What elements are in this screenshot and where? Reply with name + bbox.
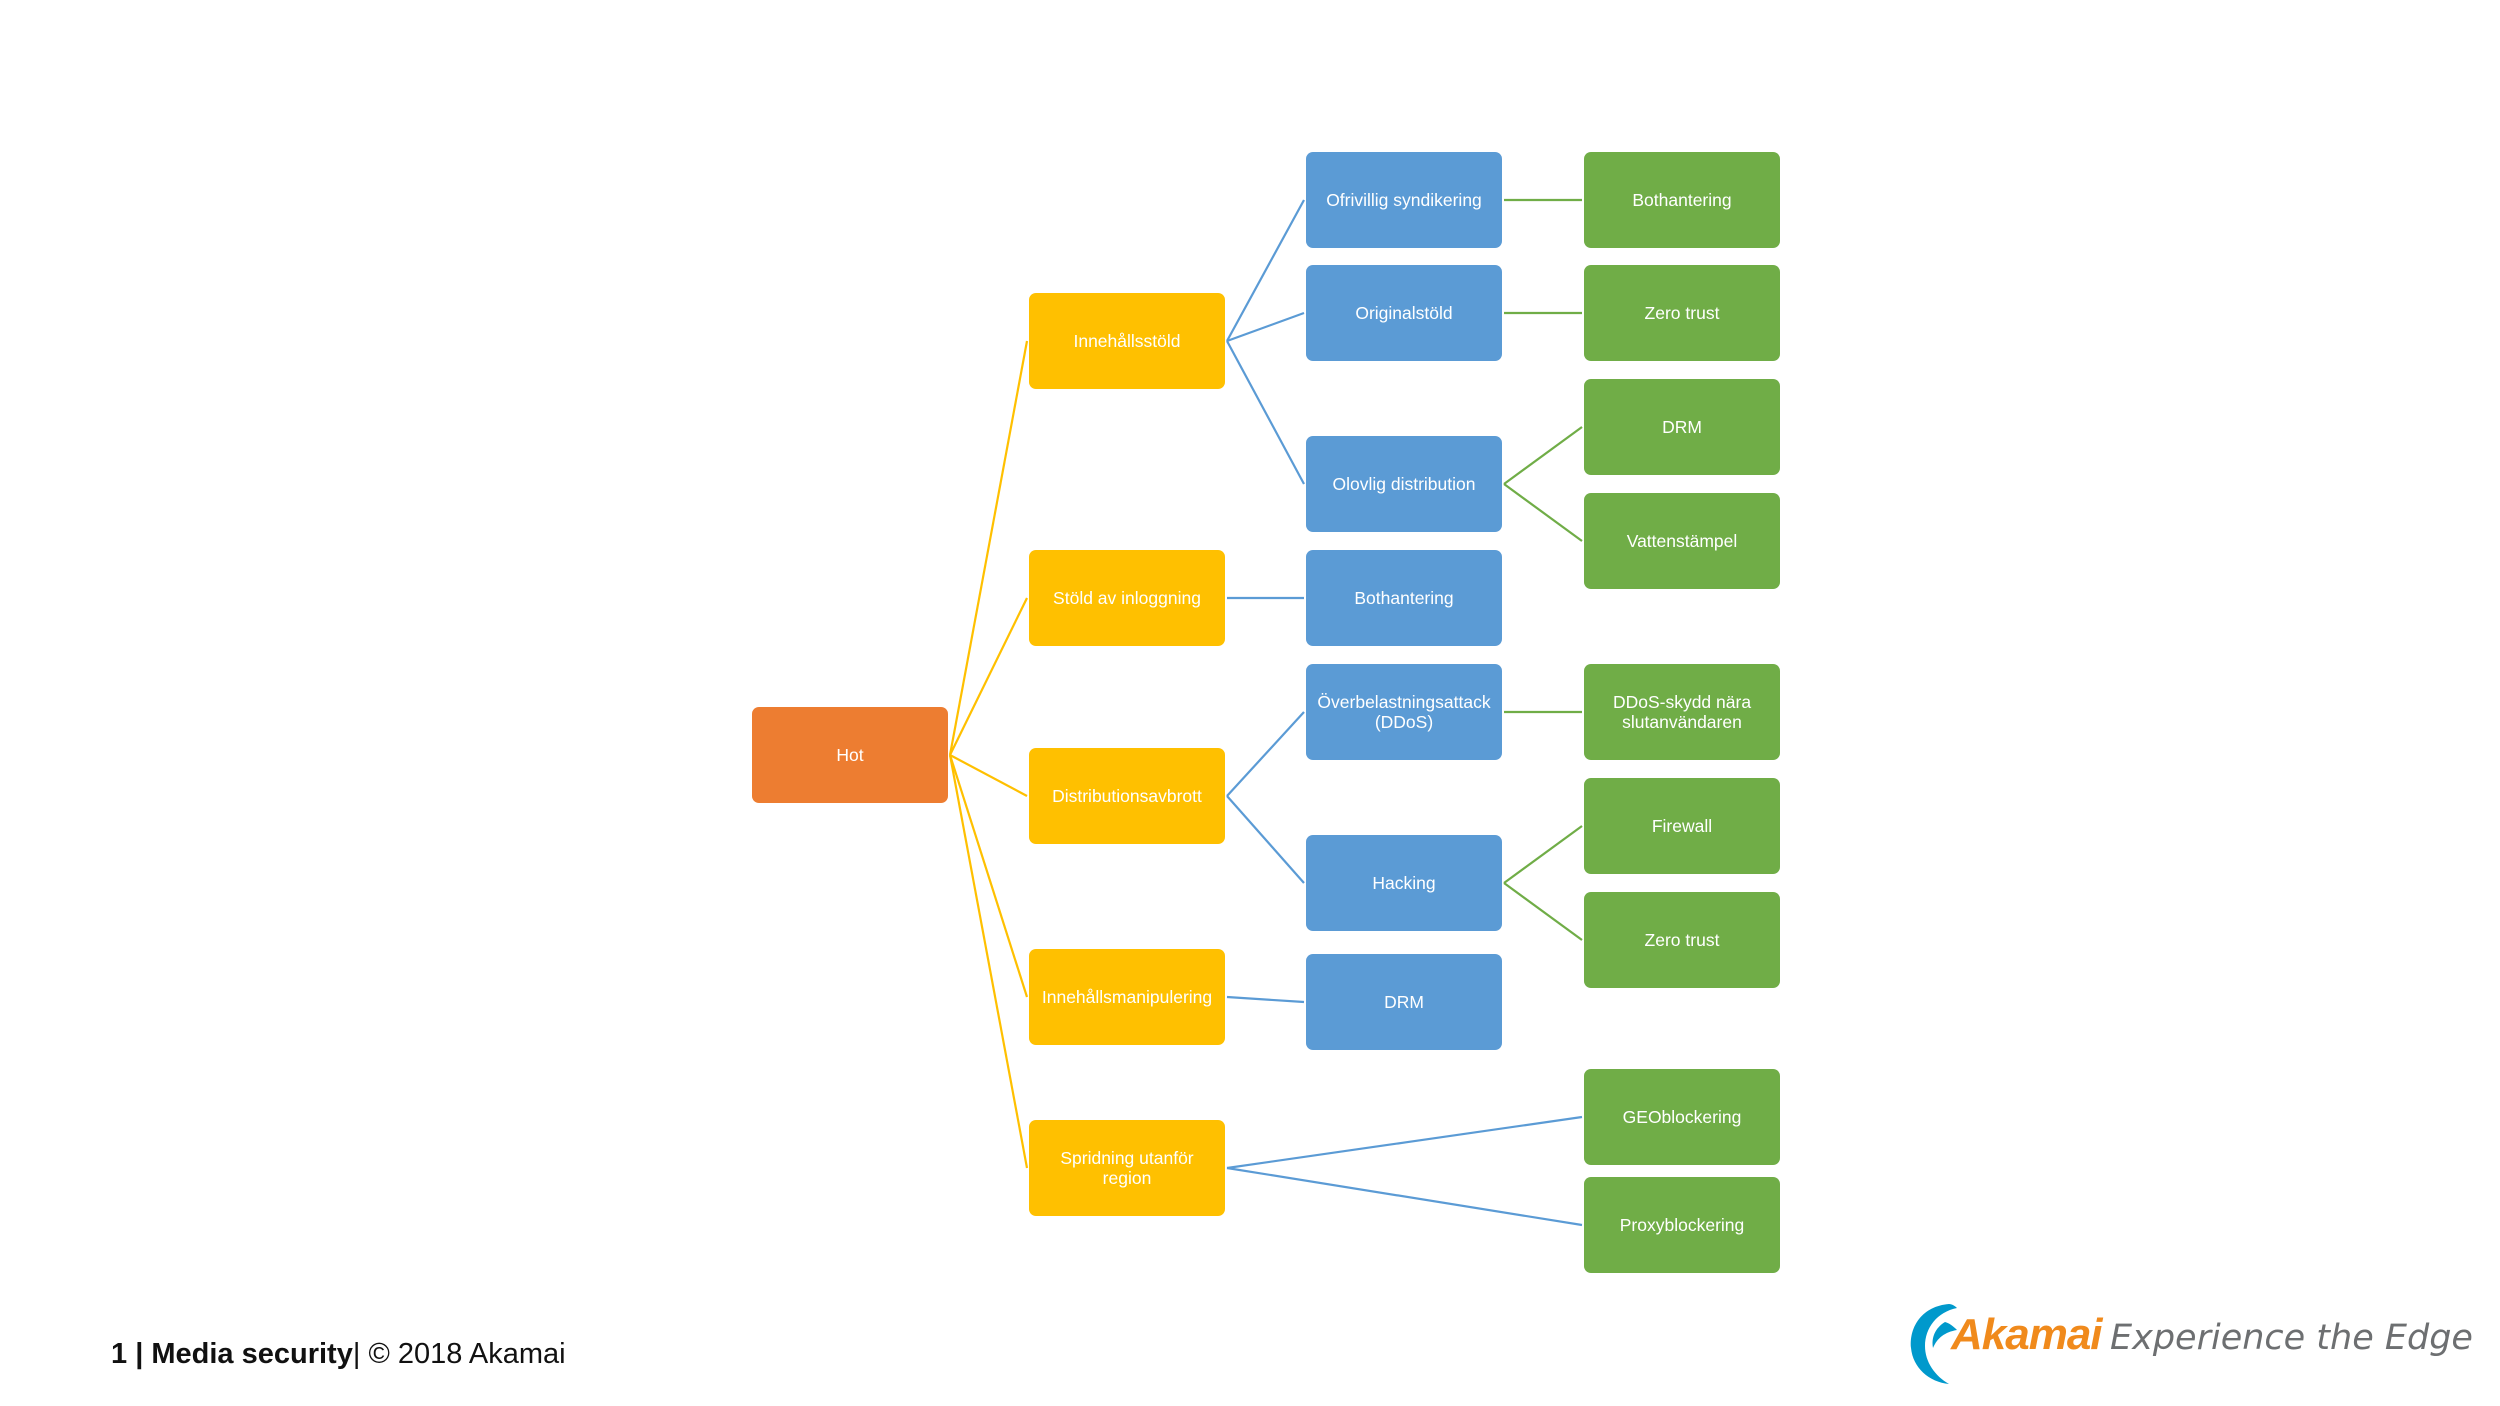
edge-spridning-to-proxyblockering	[1226, 1166, 1583, 1227]
node-zero-trust-1: Zero trust	[1584, 265, 1780, 361]
node-label: Stöld av inloggning	[1053, 588, 1201, 608]
node-overbelastning: Överbelastningsattack (DDoS)	[1306, 664, 1502, 760]
node-label: Originalstöld	[1355, 303, 1453, 323]
node-firewall: Firewall	[1584, 778, 1780, 874]
edge-olovlig-to-vattenstampel	[1503, 483, 1583, 542]
node-label: DDoS-skydd nära slutanvändaren	[1612, 692, 1752, 732]
edge-hot-to-innehallsstold	[948, 340, 1029, 756]
node-olovlig: Olovlig distribution	[1306, 436, 1502, 532]
node-label: Innehållsmanipulering	[1041, 987, 1213, 1007]
node-distributionsavbrott: Distributionsavbrott	[1029, 748, 1225, 844]
node-label: Distributionsavbrott	[1052, 786, 1202, 806]
node-stold-inloggning: Stöld av inloggning	[1029, 550, 1225, 646]
edge-hacking-to-firewall	[1503, 825, 1583, 884]
node-bothantering-2: Bothantering	[1306, 550, 1502, 646]
node-label: Innehållsstöld	[1073, 331, 1181, 351]
edge-hot-to-distributionsavbrott	[949, 754, 1028, 797]
edge-distributionsavbrott-to-hacking	[1226, 795, 1305, 884]
diagram-connectors	[948, 198, 1583, 1227]
node-label: Zero trust	[1644, 303, 1720, 323]
node-label: Zero trust	[1644, 930, 1720, 950]
node-label: Vattenstämpel	[1626, 531, 1738, 551]
edge-innehallsstold-to-ofrivillig	[1226, 199, 1305, 342]
node-bothantering-3: Bothantering	[1584, 152, 1780, 248]
node-spridning: Spridning utanför region	[1029, 1120, 1225, 1216]
edge-innehallsstold-to-originalstold	[1226, 311, 1305, 343]
edge-olovlig-to-drm-3	[1503, 426, 1583, 485]
akamai-swoosh-icon	[1910, 1304, 1957, 1384]
node-label: Bothantering	[1354, 588, 1454, 608]
edge-innehallsmanipulering-to-drm-2	[1226, 995, 1305, 1004]
node-label: Hacking	[1372, 873, 1436, 893]
slide-footer: 1 | Media security| © 2018 Akamai	[111, 1338, 566, 1371]
node-label: Spridning utanför region	[1060, 1148, 1194, 1188]
edge-spridning-to-geoblockering	[1226, 1115, 1583, 1170]
node-innehallsstold: Innehållsstöld	[1029, 293, 1225, 389]
node-hot: Hot	[752, 707, 948, 803]
node-zero-trust-2: Zero trust	[1584, 892, 1780, 988]
logo-brand: Akamai	[1951, 1310, 2103, 1359]
node-label: Firewall	[1651, 816, 1713, 836]
node-drm-3: DRM	[1584, 379, 1780, 475]
akamai-logo: Akamai Experience the Edge	[1905, 1298, 2473, 1388]
node-ddos-skydd: DDoS-skydd nära slutanvändaren	[1584, 664, 1780, 760]
logo-tagline: Experience the Edge	[2110, 1318, 2473, 1358]
node-hacking: Hacking	[1306, 835, 1502, 931]
node-label: Bothantering	[1632, 190, 1732, 210]
node-label: Olovlig distribution	[1332, 474, 1476, 494]
edge-distributionsavbrott-to-overbelastning	[1226, 711, 1305, 797]
node-label: Proxyblockering	[1619, 1215, 1745, 1235]
footer-copyright: | © 2018 Akamai	[352, 1338, 566, 1370]
node-label: Hot	[836, 745, 864, 765]
node-label: DRM	[1662, 417, 1702, 437]
node-proxyblockering: Proxyblockering	[1584, 1177, 1780, 1273]
node-label: DRM	[1384, 992, 1424, 1012]
node-ofrivillig: Ofrivillig syndikering	[1306, 152, 1502, 248]
node-drm-2: DRM	[1306, 954, 1502, 1050]
page-number: 1	[111, 1338, 128, 1370]
node-originalstold: Originalstöld	[1306, 265, 1502, 361]
edge-hot-to-spridning	[948, 754, 1029, 1169]
edge-hacking-to-zero-trust-2	[1503, 882, 1583, 941]
node-label: Ofrivillig syndikering	[1326, 190, 1482, 210]
edge-hot-to-innehallsmanipulering	[948, 754, 1029, 998]
footer-separator: |	[127, 1338, 152, 1370]
edge-innehallsstold-to-olovlig	[1226, 340, 1305, 485]
node-vattenstampel: Vattenstämpel	[1584, 493, 1780, 589]
node-innehallsmanipulering: Innehållsmanipulering	[1029, 949, 1225, 1045]
edge-hot-to-stold-inloggning	[949, 597, 1028, 756]
node-geoblockering: GEOblockering	[1584, 1069, 1780, 1165]
node-label: Överbelastningsattack (DDoS)	[1317, 692, 1491, 732]
node-label: GEOblockering	[1622, 1107, 1742, 1127]
footer-title: Media security	[151, 1338, 353, 1370]
